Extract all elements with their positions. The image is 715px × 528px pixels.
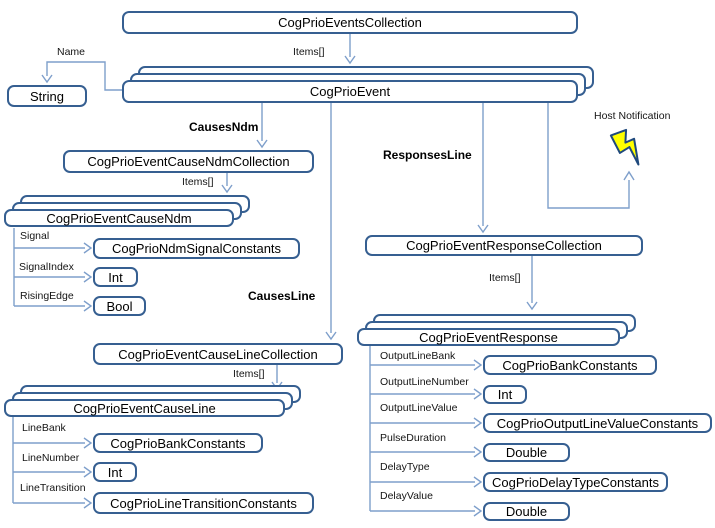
type-box-int: Int [93, 267, 138, 287]
property-label-outputlinevalue: OutputLineValue [380, 402, 458, 414]
arrowhead-down-icon [256, 139, 268, 149]
property-label-signalindex: SignalIndex [19, 261, 74, 273]
property-label-delaytype: DelayType [380, 461, 430, 473]
arrowhead-right-icon [83, 300, 93, 312]
label-host-notification: Host Notification [594, 110, 671, 122]
type-box-cogpriolinetransitionconstants: CogPrioLineTransitionConstants [93, 492, 314, 514]
class-box-cogprioeventcausendm: CogPrioEventCauseNdm [4, 209, 234, 227]
type-box-int: Int [483, 385, 527, 404]
arrowhead-down-icon [526, 301, 538, 311]
class-box-cogprioeventresponse: CogPrioEventResponse [357, 328, 620, 346]
relationship-label-items: Items[] [182, 176, 214, 188]
class-box-cogprioeventscollection: CogPrioEventsCollection [122, 11, 578, 34]
relationship-label-name: Name [57, 46, 86, 58]
arrowhead-down-icon [477, 224, 489, 234]
property-label-linenumber: LineNumber [22, 452, 80, 464]
type-box-bool: Bool [93, 296, 146, 316]
relationship-label-responsesline: ResponsesLine [383, 148, 472, 162]
arrowhead-down-icon [41, 74, 53, 84]
relationship-label-causesndm: CausesNdm [189, 120, 259, 134]
arrowhead-down-icon [325, 331, 337, 341]
type-box-double: Double [483, 502, 570, 521]
arrowhead-right-icon [83, 242, 93, 254]
arrowhead-up-icon [623, 170, 635, 181]
property-label-outputlinenumber: OutputLineNumber [380, 376, 469, 388]
class-box-cogprioeventcausendmcollection: CogPrioEventCauseNdmCollection [63, 150, 314, 173]
arrowhead-right-icon [473, 388, 483, 400]
property-label-signal: Signal [20, 230, 50, 242]
property-label-outputlinebank: OutputLineBank [380, 350, 456, 362]
arrowhead-right-icon [473, 359, 483, 371]
relationship-label-items: Items[] [489, 272, 521, 284]
arrowhead-right-icon [473, 417, 483, 429]
type-box-int: Int [93, 462, 137, 482]
type-box-cogpriodelaytypeconstants: CogPrioDelayTypeConstants [483, 472, 668, 492]
relationship-label-items: Items[] [233, 368, 265, 380]
arrowhead-right-icon [473, 446, 483, 458]
arrowhead-right-icon [83, 466, 93, 478]
property-label-risingedge: RisingEdge [20, 290, 74, 302]
property-label-linetransition: LineTransition [20, 482, 86, 494]
type-box-string: String [7, 85, 87, 107]
arrowhead-down-icon [344, 55, 356, 65]
class-box-cogprioeventcauselinecollection: CogPrioEventCauseLineCollection [93, 343, 343, 365]
class-box-cogprioeventcauseline: CogPrioEventCauseLine [4, 399, 285, 417]
relationship-label-items: Items[] [293, 46, 325, 58]
type-box-cogpriobankconstants: CogPrioBankConstants [93, 433, 263, 453]
arrowhead-right-icon [473, 505, 483, 517]
arrowhead-down-icon [221, 184, 233, 194]
arrowhead-right-icon [83, 437, 93, 449]
arrowhead-right-icon [473, 476, 483, 488]
type-box-cogpriooutputlinevalueconstants: CogPrioOutputLineValueConstants [483, 413, 712, 433]
property-label-delayvalue: DelayValue [380, 490, 433, 502]
class-box-cogprioeventresponsecollection: CogPrioEventResponseCollection [365, 235, 643, 256]
arrowhead-right-icon [83, 497, 93, 509]
lightning-bolt-icon [609, 128, 640, 166]
class-box-cogprioevent: CogPrioEvent [122, 80, 578, 103]
property-label-pulseduration: PulseDuration [380, 432, 446, 444]
type-box-double: Double [483, 443, 570, 462]
relationship-label-causesline: CausesLine [248, 289, 316, 303]
arrowhead-right-icon [83, 271, 93, 283]
connector-lines [12, 33, 630, 512]
type-box-cogpriobankconstants: CogPrioBankConstants [483, 355, 657, 375]
type-box-cogpriondmsignalconstants: CogPrioNdmSignalConstants [93, 238, 300, 259]
property-label-linebank: LineBank [22, 422, 66, 434]
